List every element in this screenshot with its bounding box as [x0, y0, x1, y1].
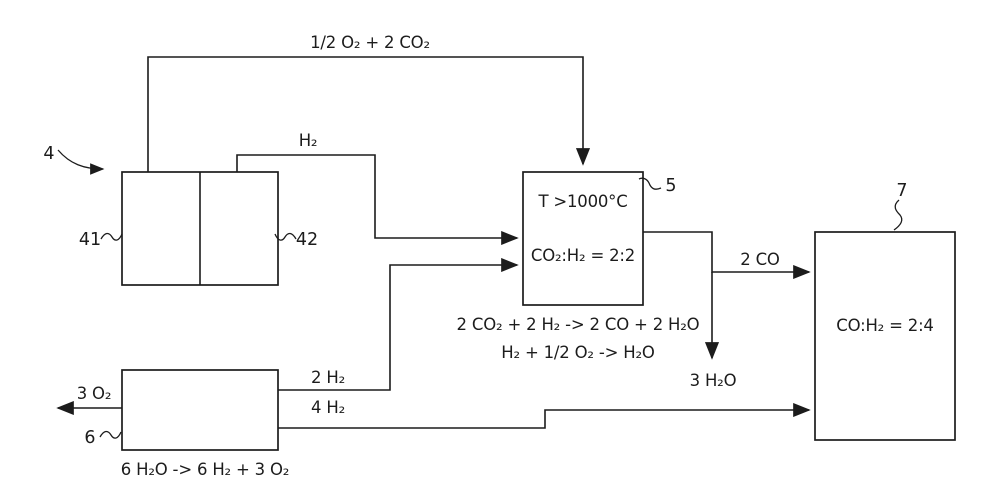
reactor-box: [522, 171, 644, 306]
reactor-ratio: CO₂:H₂ = 2:2: [531, 246, 635, 265]
flow-2h2-label: 2 H₂: [311, 368, 345, 387]
ref-7-leader: [893, 199, 903, 231]
flow-3o2-label: 3 O₂: [77, 384, 112, 403]
reactor-temperature: T >1000°C: [537, 192, 627, 211]
reactor-reaction-2: H₂ + 1/2 O₂ -> H₂O: [501, 343, 655, 362]
ref-4: 4: [43, 144, 54, 164]
ref-42: 42: [296, 230, 318, 250]
ref-5-leader: [638, 177, 662, 190]
ref-7: 7: [896, 181, 907, 201]
reactor-reaction-1: 2 CO₂ + 2 H₂ -> 2 CO + 2 H₂O: [457, 315, 700, 334]
flow-top-o2-co2-line: [147, 56, 591, 172]
ref-6: 6: [84, 428, 95, 448]
flow-4h2-line: [278, 402, 811, 429]
flow-2co-label: 2 CO: [740, 250, 780, 269]
ref-41: 41: [79, 230, 101, 250]
ref-4-leader-arrow: [57, 149, 105, 175]
flow-2co-line: [643, 231, 811, 280]
flow-h2-label: H₂: [299, 131, 318, 150]
output-box: [814, 231, 956, 441]
electrolysis-equation: 6 H₂O -> 6 H₂ + 3 O₂: [121, 460, 289, 479]
flow-top-label: 1/2 O₂ + 2 CO₂: [310, 33, 430, 52]
ref-41-leader: [100, 232, 123, 241]
flow-2h2-line: [278, 257, 519, 391]
flow-4h2-label: 4 H₂: [311, 398, 345, 417]
output-ratio: CO:H₂ = 2:4: [836, 316, 933, 335]
ref-5: 5: [665, 176, 676, 196]
flow-h2-line: [236, 154, 519, 246]
ref-42-leader: [274, 232, 297, 241]
flow-3h2o-label: 3 H₂O: [690, 371, 737, 390]
water-splitting-box: [121, 369, 279, 451]
ref-6-leader: [99, 430, 122, 439]
